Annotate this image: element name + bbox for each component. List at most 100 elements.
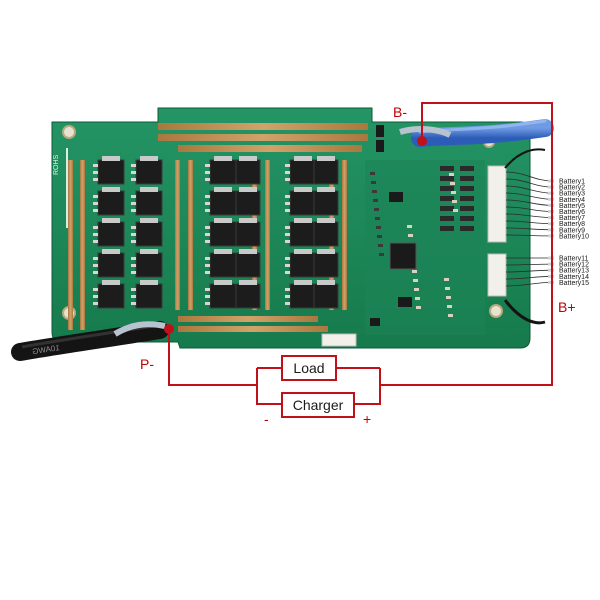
branch-right: [354, 368, 381, 405]
smd-part: [375, 217, 380, 220]
b-minus-label: B-: [393, 104, 407, 120]
mosfet: [313, 249, 339, 278]
balance-wire: [505, 192, 553, 200]
mosfet: [205, 218, 237, 247]
b-minus-wire: [380, 102, 553, 386]
battery-label: Battery14: [559, 274, 589, 281]
smd-part: [460, 186, 474, 191]
battery-label: Battery4: [559, 197, 585, 204]
mosfet: [131, 218, 163, 247]
mosfet: [205, 156, 237, 185]
mosfet: [131, 187, 163, 216]
b-minus-cable: [399, 119, 554, 147]
balance-wire: [505, 185, 553, 194]
battery-label: Battery7: [559, 215, 585, 222]
balance-wire: [505, 275, 553, 280]
smd-part: [440, 176, 454, 181]
smd-part: [408, 234, 413, 237]
mosfet: [93, 280, 125, 309]
p-minus-terminal-dot: [164, 324, 174, 334]
battery-label: Battery2: [559, 185, 585, 192]
comm-connector: [321, 333, 357, 347]
balance-wire: [505, 213, 553, 218]
mosfet: [313, 156, 339, 185]
smd-part: [376, 226, 381, 229]
battery-label-list: Battery1Battery2Battery3Battery4Battery5…: [559, 179, 589, 287]
battery-label: Battery15: [559, 280, 589, 287]
load-box: Load: [281, 355, 337, 381]
mosfet: [313, 187, 339, 216]
load-label: Load: [293, 360, 324, 376]
silkscreen-code: [66, 148, 68, 228]
smd-part: [440, 166, 454, 171]
charger-label: Charger: [293, 397, 344, 413]
smd-part: [460, 176, 474, 181]
mosfet: [235, 249, 261, 278]
b-minus-terminal-dot: [417, 136, 427, 146]
smd-part: [415, 297, 420, 300]
smd-part: [448, 314, 453, 317]
battery-label: Battery3: [559, 191, 585, 198]
mosfet: [205, 280, 237, 309]
smd-part: [440, 206, 454, 211]
smd-part: [440, 196, 454, 201]
p-minus-wire: [168, 329, 257, 386]
balance-wire: [505, 171, 553, 182]
smd-part: [449, 173, 454, 176]
smd-part: [445, 287, 450, 290]
small-ic-2: [398, 297, 412, 307]
mount-hole-br: [489, 304, 503, 318]
battery-label: Battery13: [559, 268, 589, 275]
smd-part: [416, 306, 421, 309]
smd-part: [413, 279, 418, 282]
mosfet: [235, 218, 261, 247]
balance-connector-bottom: [487, 253, 507, 297]
smd-part: [372, 190, 377, 193]
smd-part: [460, 226, 474, 231]
balance-wire: [505, 199, 553, 206]
smd-part: [371, 181, 376, 184]
main-ic: [389, 242, 417, 270]
sense-wire: [504, 148, 546, 169]
battery-label: Battery6: [559, 209, 585, 216]
smd-part: [460, 166, 474, 171]
cable-print: 10AWG: [32, 343, 61, 356]
control-circuit: [321, 125, 507, 347]
balance-wire: [505, 234, 553, 237]
smd-part: [379, 253, 384, 256]
charger-positive-label: +: [363, 411, 371, 427]
smd-part: [450, 182, 455, 185]
mosfet: [93, 218, 125, 247]
mosfet: [285, 249, 317, 278]
smd-part: [370, 172, 375, 175]
smd-part: [440, 226, 454, 231]
smd-part: [440, 186, 454, 191]
small-ic-3: [370, 318, 380, 326]
smd-part: [414, 288, 419, 291]
small-ic-1: [389, 192, 403, 202]
smd-part: [460, 196, 474, 201]
battery-label: Battery8: [559, 221, 585, 228]
smd-part: [446, 296, 451, 299]
mosfet: [285, 187, 317, 216]
mosfet: [93, 156, 125, 185]
smd-part: [407, 225, 412, 228]
mosfet: [131, 249, 163, 278]
branch-left: [256, 368, 282, 405]
smd-part: [453, 209, 458, 212]
balance-wire: [505, 178, 553, 188]
mosfet: [93, 187, 125, 216]
balance-connector-top: [487, 165, 507, 243]
mosfet: [131, 156, 163, 185]
mosfet: [285, 280, 317, 309]
smd-part: [378, 244, 383, 247]
mount-hole-tl: [62, 125, 76, 139]
rohs-silkscreen: ROHS: [53, 154, 60, 175]
smd-part: [444, 278, 449, 281]
b-plus-wire: [503, 299, 546, 325]
mosfet: [205, 187, 237, 216]
smd-part: [447, 305, 452, 308]
smd-part: [460, 216, 474, 221]
battery-label: Battery9: [559, 227, 585, 234]
battery-label: Battery11: [559, 256, 589, 263]
